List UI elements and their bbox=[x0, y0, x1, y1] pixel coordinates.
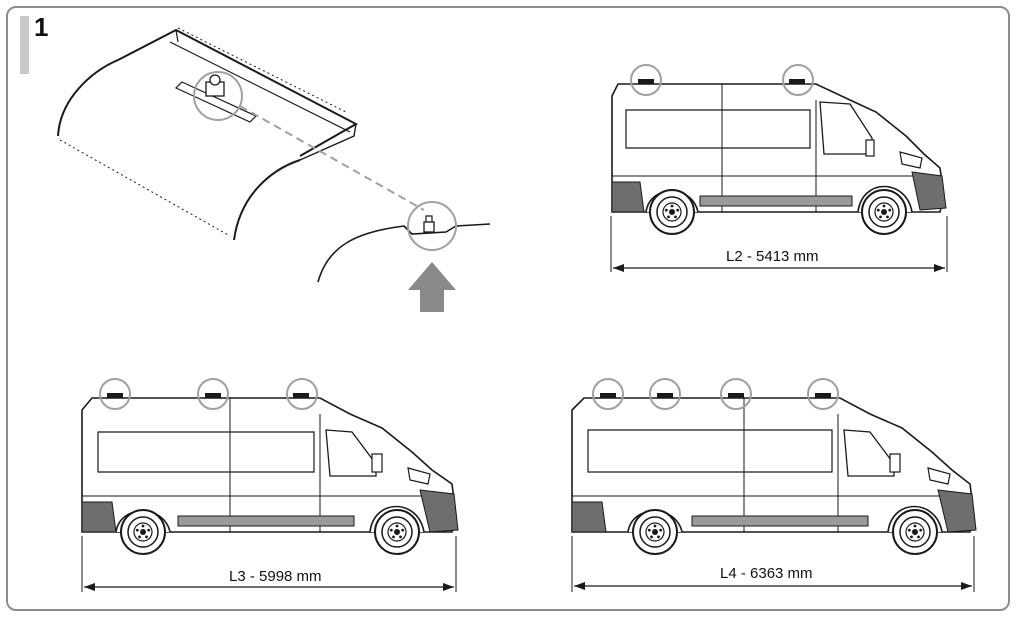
van-l3 bbox=[81, 378, 459, 592]
roof-detail bbox=[57, 27, 491, 283]
length-label-l2: L2 - 5413 mm bbox=[726, 248, 819, 265]
length-label-l4: L4 - 6363 mm bbox=[720, 565, 813, 582]
figure-number: 1 bbox=[34, 12, 49, 42]
length-label-l3: L3 - 5998 mm bbox=[229, 568, 322, 585]
van-l2 bbox=[610, 64, 948, 272]
up-arrow-icon bbox=[408, 262, 456, 312]
van-l4 bbox=[571, 378, 977, 592]
figure-tab bbox=[20, 16, 29, 74]
